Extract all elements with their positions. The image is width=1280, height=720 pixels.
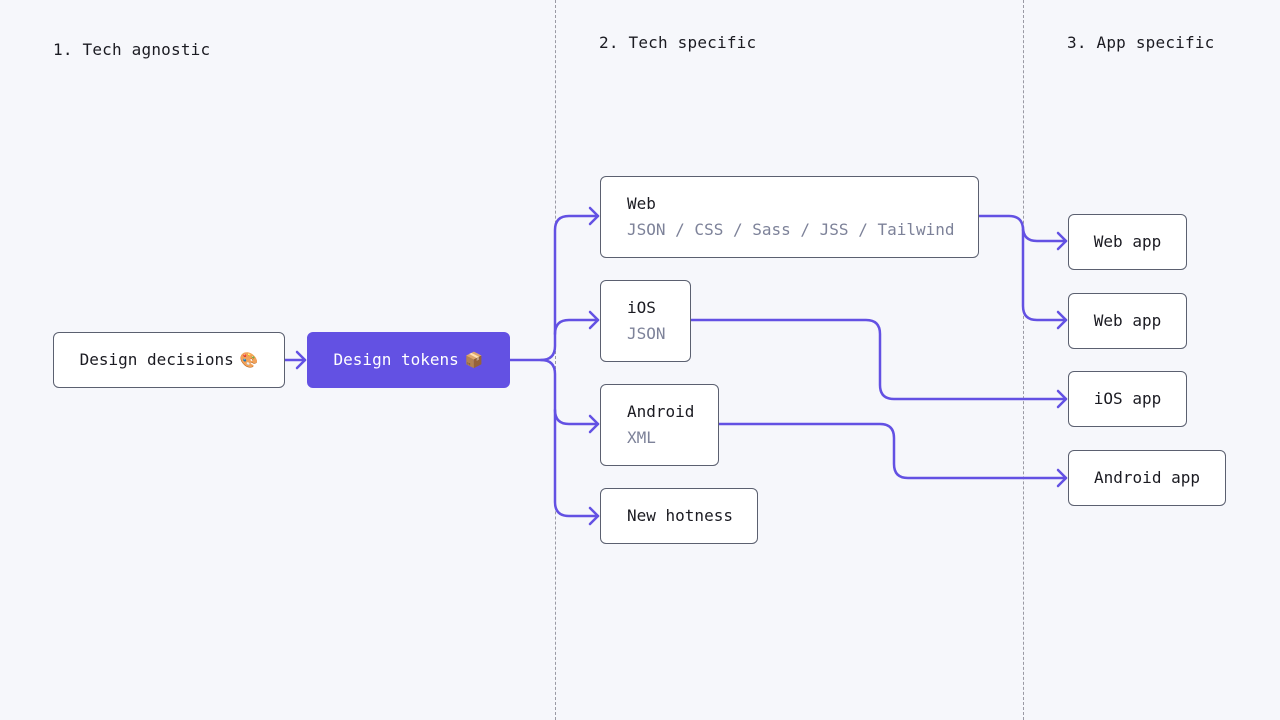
node-formats: JSON / CSS / Sass / JSS / Tailwind: [627, 220, 955, 239]
arrowhead: [1056, 468, 1068, 488]
node-design-tokens: Design tokens 📦: [307, 332, 510, 388]
package-icon: 📦: [464, 351, 484, 369]
tokens-trunk: [508, 214, 600, 362]
arrowhead: [588, 206, 600, 226]
node-label: Android app: [1094, 468, 1200, 487]
node-android-app: Android app: [1068, 450, 1226, 506]
node-web-app-2: Web app: [1068, 293, 1187, 349]
section-title-app-specific: 3. App specific: [1067, 33, 1215, 52]
arrowhead: [588, 414, 600, 434]
node-label: Web app: [1093, 311, 1162, 330]
node-ios: iOS JSON: [600, 280, 691, 362]
node-design-decisions: Design decisions 🎨: [53, 332, 285, 388]
node-label: iOS app: [1093, 389, 1162, 408]
node-label: New hotness: [627, 506, 733, 525]
node-label: Web: [627, 194, 656, 213]
palette-icon: 🎨: [239, 351, 259, 369]
arrowhead: [1056, 310, 1068, 330]
node-label: Android: [627, 402, 695, 421]
node-formats: JSON: [627, 324, 666, 343]
section-divider-2: [1023, 0, 1024, 720]
section-title-tech-agnostic: 1. Tech agnostic: [53, 40, 211, 59]
arrow-web-to-web-app-1: [977, 214, 1068, 243]
arrowhead: [588, 310, 600, 330]
arrow-web-to-web-app-2: [1021, 228, 1068, 322]
arrow-tokens-to-ios: [553, 318, 600, 336]
arrow-tokens-to-new-hotness: [553, 408, 600, 518]
arrowhead: [588, 506, 600, 526]
section-divider-1: [555, 0, 556, 720]
node-android: Android XML: [600, 384, 719, 466]
arrow-ios-to-ios-app: [689, 318, 1068, 401]
arrowhead: [1056, 231, 1068, 251]
node-label: Web app: [1093, 232, 1162, 251]
arrow-android-to-android-app: [717, 422, 1068, 480]
arrowhead: [1056, 389, 1068, 409]
node-label: iOS: [627, 298, 656, 317]
node-web: Web JSON / CSS / Sass / JSS / Tailwind: [600, 176, 979, 258]
node-new-hotness: New hotness: [600, 488, 758, 544]
node-ios-app: iOS app: [1068, 371, 1187, 427]
arrow-tokens-to-android: [539, 358, 600, 426]
node-label: Design decisions: [79, 350, 234, 369]
node-web-app-1: Web app: [1068, 214, 1187, 270]
section-title-tech-specific: 2. Tech specific: [599, 33, 757, 52]
arrowhead: [295, 350, 307, 370]
node-label: Design tokens: [333, 350, 459, 369]
node-formats: XML: [627, 428, 656, 447]
